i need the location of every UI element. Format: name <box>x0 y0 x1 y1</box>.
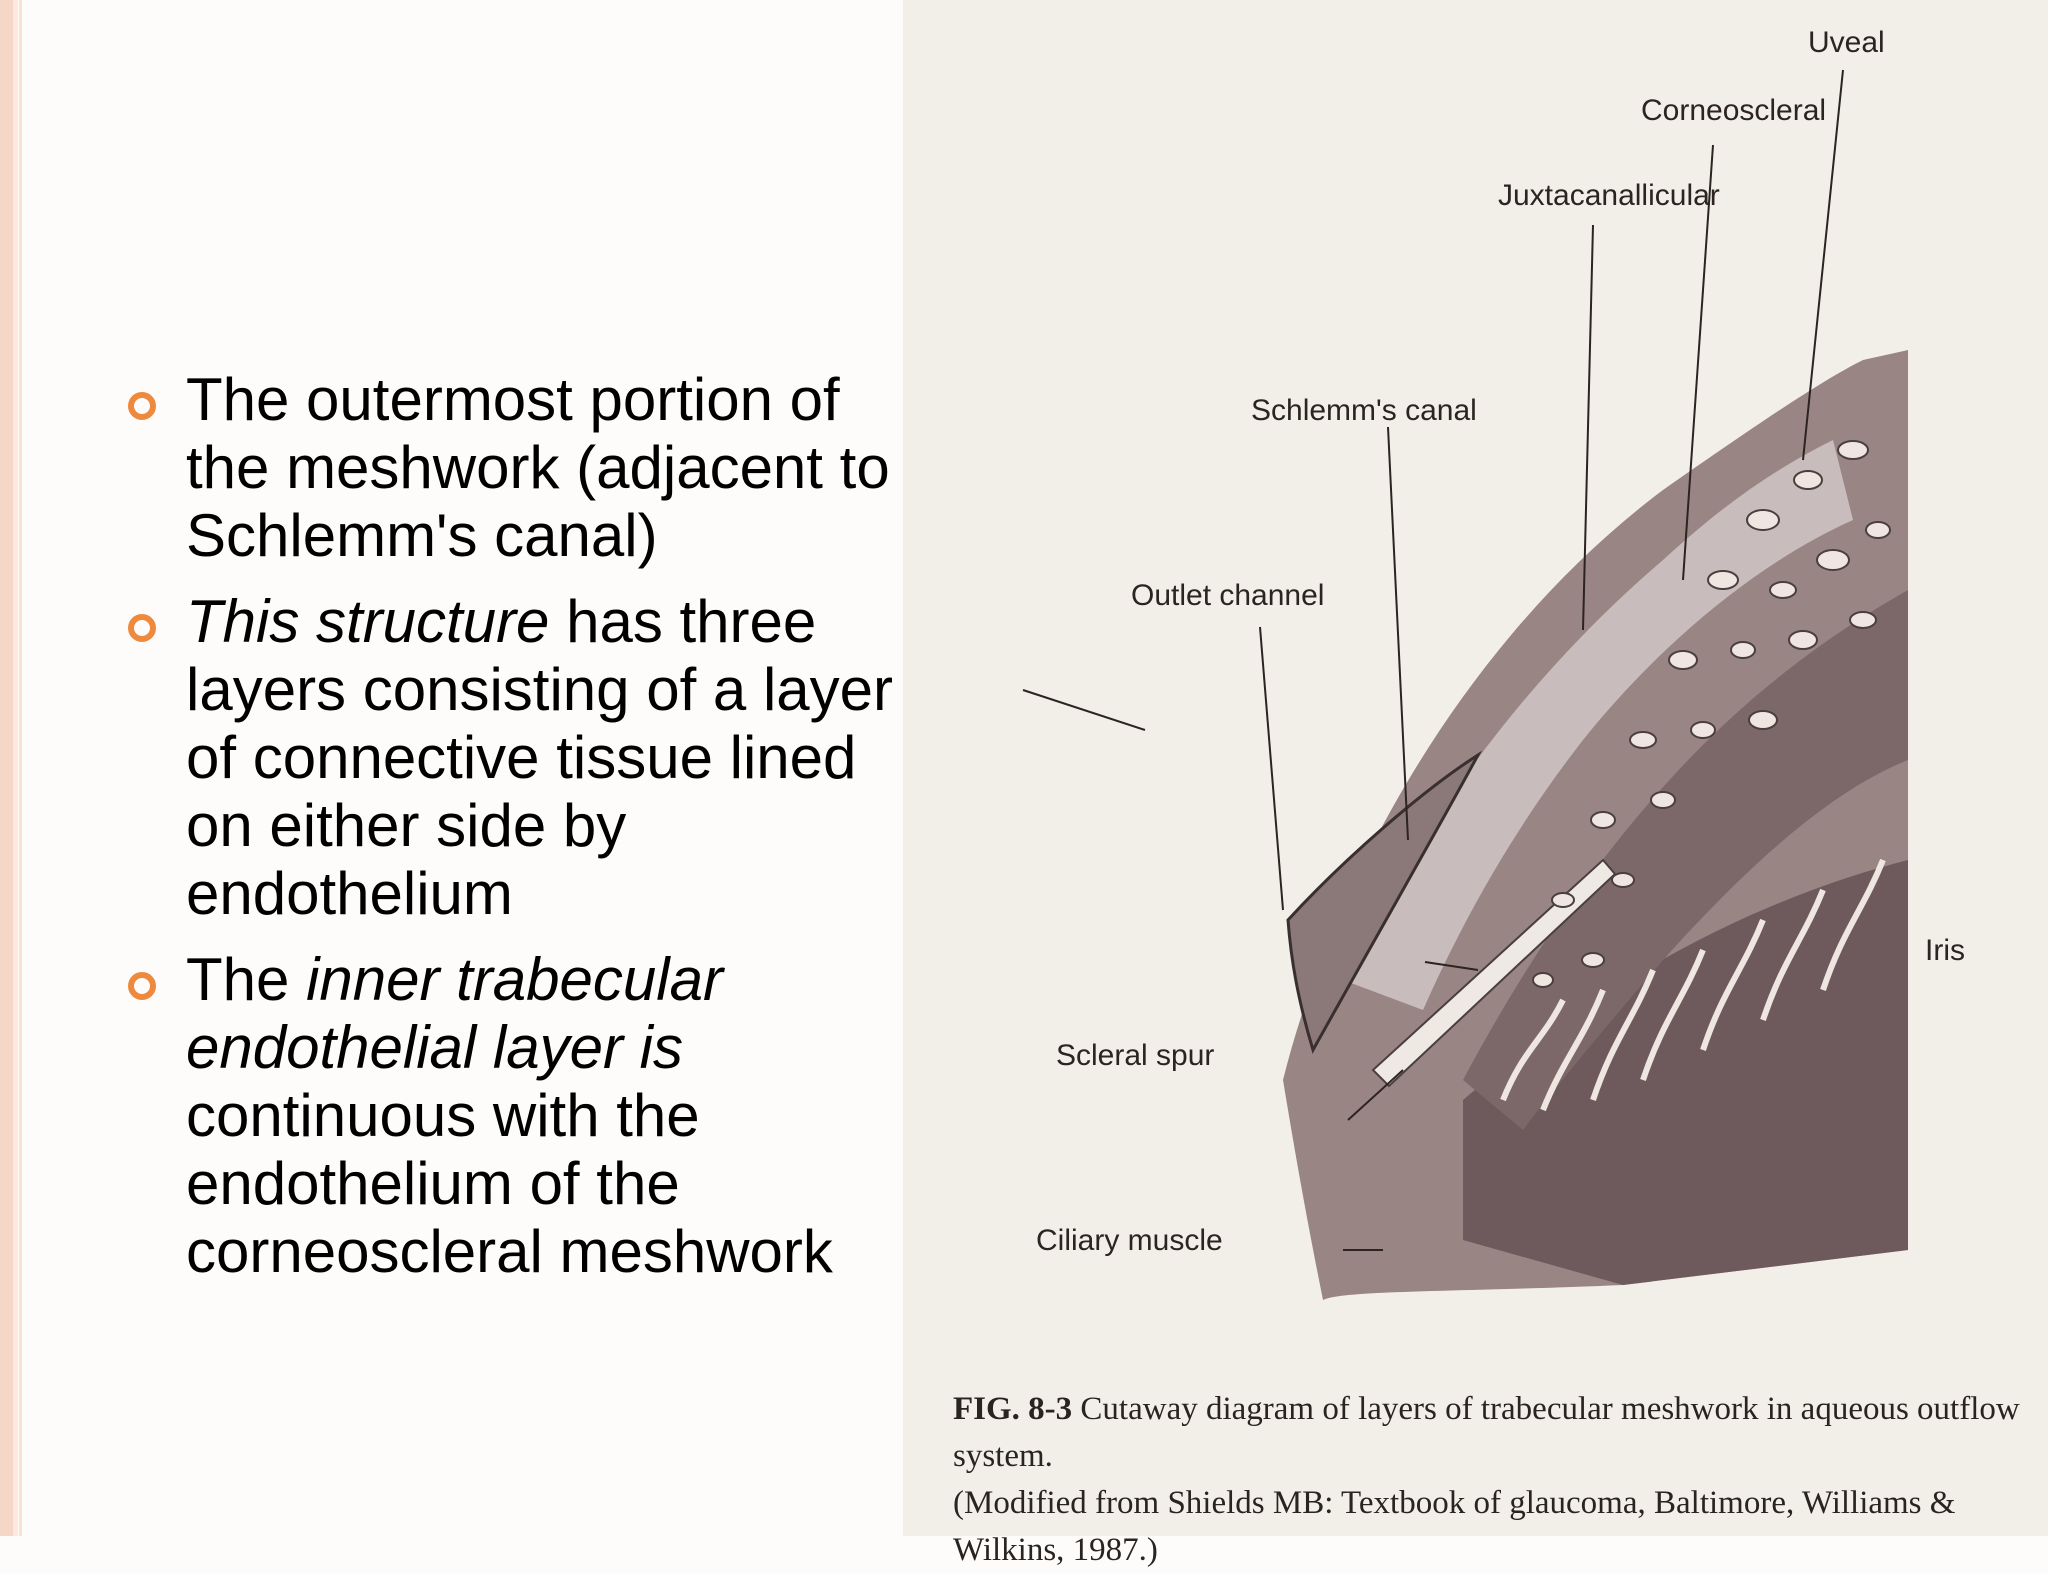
caption-line-2: (Modified from Shields MB: Textbook of g… <box>953 1485 1956 1568</box>
label-uveal: Uveal <box>1808 26 1885 59</box>
bullet-item: The outermost portion of the meshwork (a… <box>122 366 902 570</box>
bullet-item: This structure has three layers consisti… <box>122 588 902 928</box>
label-iris: Iris <box>1925 934 1965 967</box>
bullet-text: This structure has three layers consisti… <box>186 588 902 928</box>
bullet-item: The inner trabecular endothelial layer i… <box>122 946 902 1286</box>
bullet-text: The inner trabecular endothelial layer i… <box>186 946 902 1286</box>
slide-edge-stripe <box>19 0 22 1536</box>
schlemms-canal <box>1286 750 1483 1054</box>
bullet-ring-icon <box>128 972 156 1000</box>
uveal-strands <box>1500 858 1886 1112</box>
bullet-ring-icon <box>128 614 156 642</box>
label-leader-lines <box>1022 69 1844 1251</box>
meshwork-pores <box>1532 440 1891 988</box>
label-ciliary-muscle: Ciliary muscle <box>1036 1224 1223 1257</box>
bullet-plain-text: The outermost portion of the meshwork (a… <box>186 366 890 569</box>
bullet-list: The outermost portion of the meshwork (a… <box>122 366 902 1304</box>
label-juxtacanalicular: Juxtacanallicular <box>1498 179 1720 212</box>
bullet-ring-icon <box>128 392 156 420</box>
bullet-plain-text: has three layers consisting of a layer o… <box>186 588 893 927</box>
label-scleral-spur: Scleral spur <box>1056 1039 1214 1072</box>
bullet-plain-text: The <box>186 946 307 1013</box>
cutaway-diagram: Uveal Corneoscleral Juxtacanallicular Sc… <box>1022 26 1965 1300</box>
scleral-spur-band <box>1371 858 1617 1088</box>
bullet-plain-text: continuous with the endothelium of the c… <box>186 1082 833 1285</box>
uveal-layer <box>1463 590 1908 1130</box>
slide-edge-stripe <box>0 0 13 1536</box>
figure-number: FIG. 8-3 <box>953 1391 1073 1427</box>
bullet-italic-text: inner trabecular endothelial layer is <box>186 946 723 1081</box>
figure-caption: FIG. 8-3 Cutaway diagram of layers of tr… <box>953 1386 2043 1574</box>
bullet-text: The outermost portion of the meshwork (a… <box>186 366 902 570</box>
label-corneoscleral: Corneoscleral <box>1641 94 1826 127</box>
iris-tissue <box>1463 860 1908 1285</box>
bullet-italic-text: This structure <box>186 588 550 655</box>
label-schlemms-canal: Schlemm's canal <box>1251 394 1477 427</box>
trabecular-meshwork-figure: Uveal Corneoscleral Juxtacanallicular Sc… <box>903 0 2048 1568</box>
slide-edge-stripe <box>13 0 18 1536</box>
caption-line-1: Cutaway diagram of layers of trabecular … <box>953 1391 2020 1474</box>
label-outlet-channel: Outlet channel <box>1131 579 1324 612</box>
